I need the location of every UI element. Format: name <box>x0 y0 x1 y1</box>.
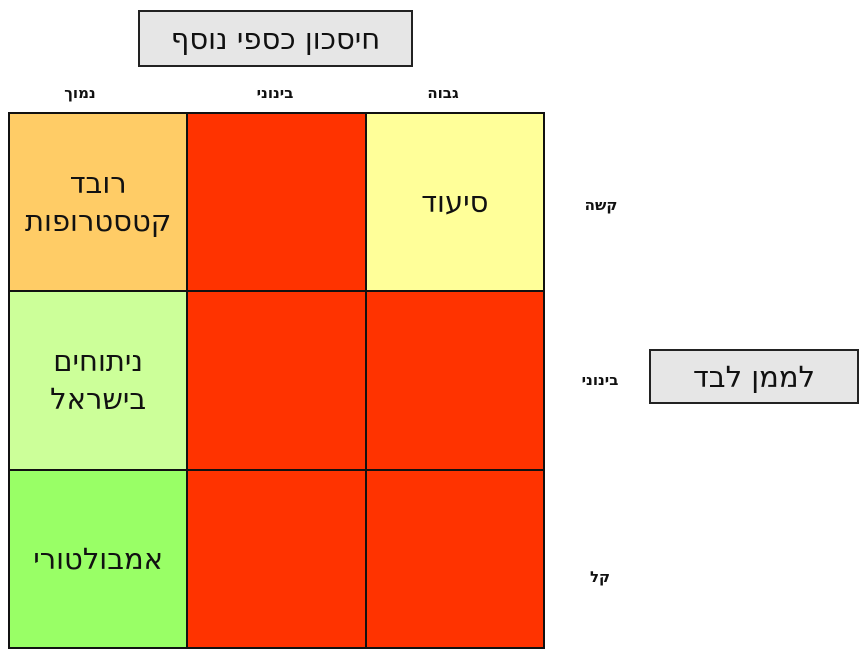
matrix-cell <box>366 292 543 469</box>
row-label-medium: בינוני <box>581 371 619 389</box>
matrix-cell <box>188 470 365 647</box>
column-label-medium: בינוני <box>256 84 294 102</box>
matrix-cell: רובד קטסטרופות <box>10 114 187 291</box>
right-axis-title: לממן לבד <box>692 359 816 394</box>
right-axis-title-box: לממן לבד <box>649 349 859 404</box>
column-label-high: גבוה <box>427 84 459 102</box>
matrix-cell: אמבולטורי <box>10 470 187 647</box>
matrix-grid: רובד קטסטרופות סיעוד ניתוחים בישראל אמבו… <box>8 112 545 649</box>
row-label-easy: קל <box>589 568 611 586</box>
matrix-cell <box>366 470 543 647</box>
column-label-low: נמוך <box>64 84 96 102</box>
matrix-cell: סיעוד <box>366 114 543 291</box>
top-axis-title-box: חיסכון כספי נוסף <box>138 10 413 67</box>
top-axis-title: חיסכון כספי נוסף <box>170 21 381 56</box>
matrix-cell: ניתוחים בישראל <box>10 292 187 469</box>
matrix-cell <box>188 292 365 469</box>
row-label-hard: קשה <box>584 196 618 214</box>
matrix-cell <box>188 114 365 291</box>
